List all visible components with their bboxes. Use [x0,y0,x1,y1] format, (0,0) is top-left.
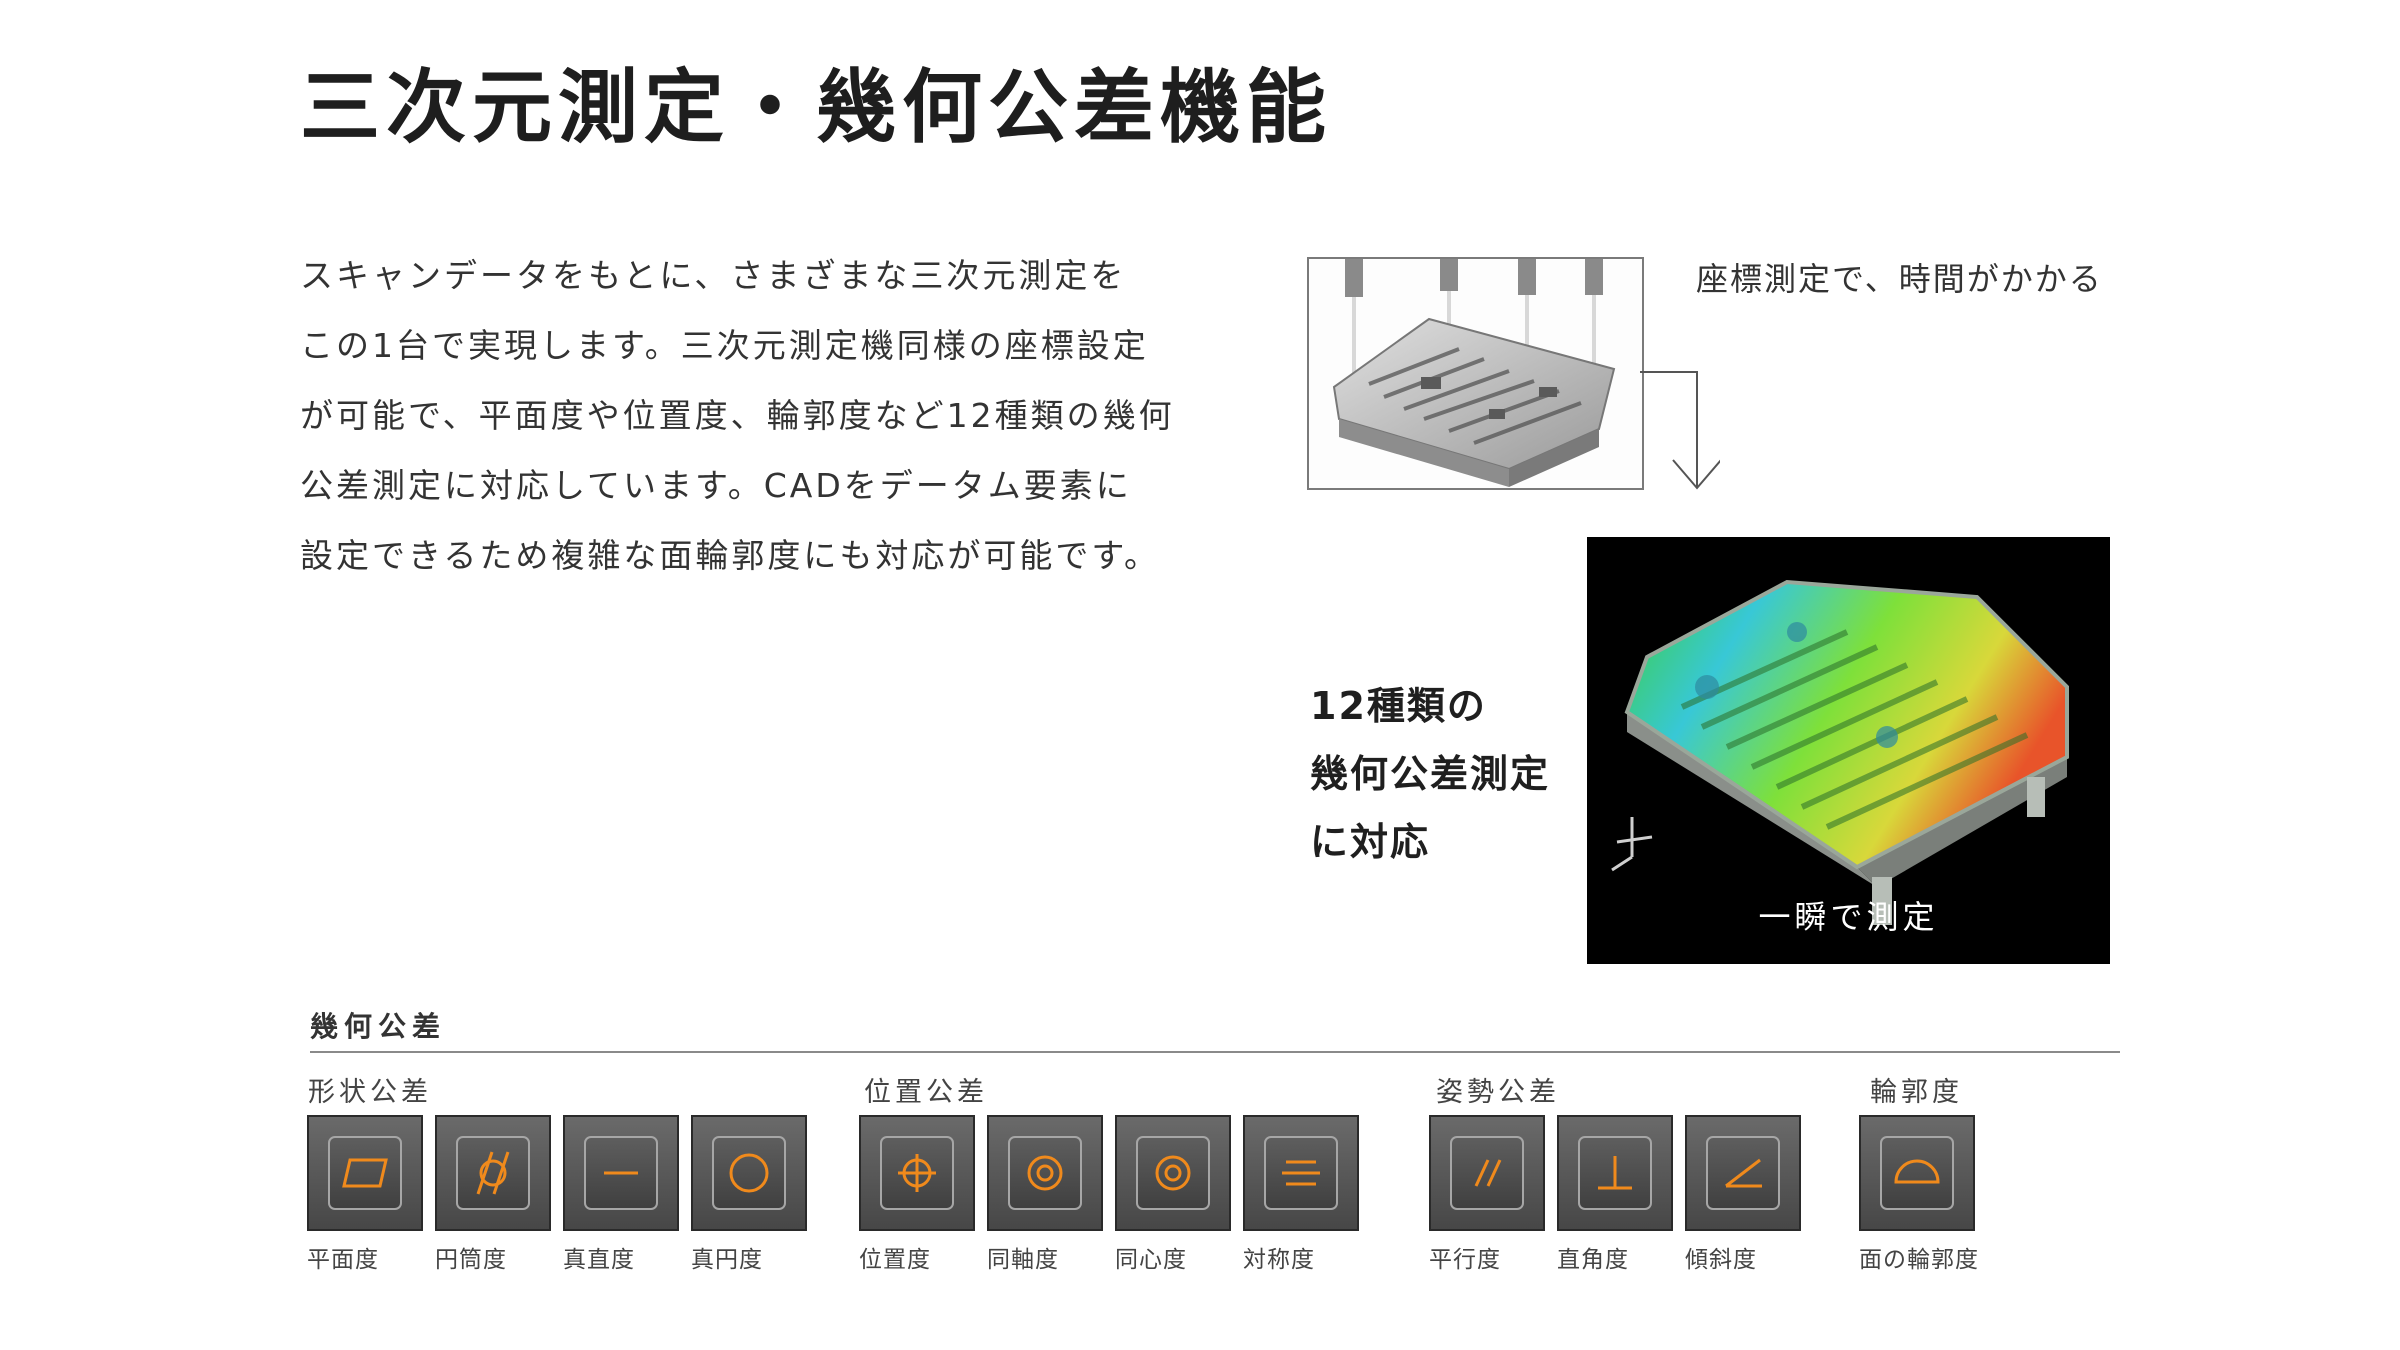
coordinate-measurement-caption: 座標測定で、時間がかかる [1696,260,2103,298]
perpendicularity-icon [1598,1156,1632,1190]
description-line: 設定できるため複雑な面輪郭度にも対応が可能です。 [300,536,1161,575]
group-label-profile: 輪郭度 [1870,1077,1963,1108]
twelve-types-caption: 12種類の 幾何公差測定 に対応 [1310,672,1550,876]
position-icon [898,1154,936,1192]
symmetry-icon [1282,1160,1320,1186]
scan-heatmap-illustration [1611,579,2069,925]
tile-flatness[interactable] [307,1115,423,1231]
straightness-icon [604,1171,638,1175]
description-line: スキャンデータをもとに、さまざまな三次元測定を [300,256,1127,295]
tile-label: 同軸度 [987,1247,1059,1273]
group-label-form: 形状公差 [308,1077,432,1108]
scan-caption: 一瞬で測定 [1758,898,1939,936]
group-label-location: 位置公差 [864,1077,988,1108]
tile-label: 真直度 [563,1247,635,1273]
description-line: が可能で、平面度や位置度、輪郭度など12種類の幾何 [300,396,1175,435]
coaxiality-icon [1027,1155,1063,1191]
angularity-icon [1725,1158,1762,1188]
cmm-probe-image [1307,257,1644,490]
tile-label: 位置度 [859,1247,931,1273]
tile-label: 円筒度 [435,1247,507,1273]
twelve-types-line: に対応 [1310,820,1431,864]
tile-perpendicularity[interactable] [1557,1115,1673,1231]
tile-label: 傾斜度 [1685,1247,1757,1273]
tile-symmetry[interactable] [1243,1115,1359,1231]
description-paragraph: スキャンデータをもとに、さまざまな三次元測定を この1台で実現します。三次元測定… [300,250,1180,600]
tile-position[interactable] [859,1115,975,1231]
twelve-types-line: 12種類の [1310,684,1487,728]
tile-label: 同心度 [1115,1247,1187,1273]
tile-concentricity[interactable] [1115,1115,1231,1231]
cylindricity-icon [476,1151,510,1195]
tile-cylindricity[interactable] [435,1115,551,1231]
tile-label: 対称度 [1243,1247,1315,1273]
tile-label: 面の輪郭度 [1859,1247,1979,1273]
twelve-types-line: 幾何公差測定 [1310,752,1551,796]
tile-surface-profile[interactable] [1859,1115,1975,1231]
tile-label: 真円度 [691,1247,763,1273]
tile-label: 平行度 [1429,1247,1501,1273]
flatness-icon [342,1158,388,1188]
flow-arrow-icon [1640,371,1720,490]
page-title: 三次元測定・幾何公差機能 [300,61,1332,154]
tile-straightness[interactable] [563,1115,679,1231]
scan-heatmap-image: 一瞬で測定 [1587,537,2110,964]
roundness-icon [729,1153,769,1193]
section-divider [310,1051,2120,1053]
description-line: この1台で実現します。三次元測定機同様の座標設定 [300,326,1149,365]
tile-parallelism[interactable] [1429,1115,1545,1231]
description-line: 公差測定に対応しています。CADをデータム要素に [300,466,1132,505]
tolerance-section-title: 幾何公差 [310,1010,447,1043]
tile-label: 直角度 [1557,1247,1629,1273]
group-label-orientation: 姿勢公差 [1436,1077,1560,1108]
surface-profile-icon [1894,1159,1940,1184]
cmm-probe-illustration [1332,259,1616,487]
tile-roundness[interactable] [691,1115,807,1231]
tile-angularity[interactable] [1685,1115,1801,1231]
concentricity-icon [1155,1155,1191,1191]
tile-label: 平面度 [307,1247,379,1273]
tile-coaxiality[interactable] [987,1115,1103,1231]
parallelism-icon [1474,1159,1502,1187]
